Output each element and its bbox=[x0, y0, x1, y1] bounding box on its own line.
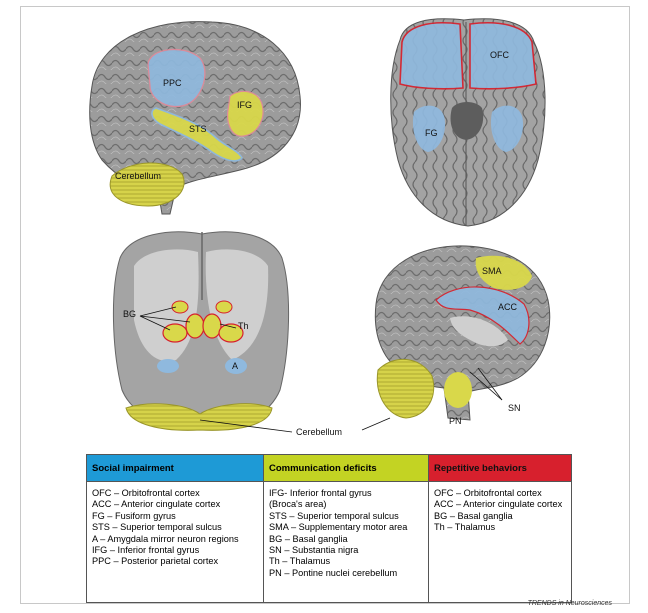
ventral-brain-view bbox=[391, 19, 545, 226]
brain-illustrations bbox=[0, 0, 648, 450]
legend-header-social: Social impairment bbox=[87, 455, 264, 482]
th-region-1 bbox=[203, 314, 221, 338]
legend-item: FG – Fusiform gyrus bbox=[92, 511, 258, 522]
legend-item: ACC – Anterior cingulate cortex bbox=[434, 499, 566, 510]
sma-label: SMA bbox=[482, 266, 502, 276]
th-label: Th bbox=[238, 321, 249, 331]
legend-item: OFC – Orbitofrontal cortex bbox=[92, 488, 258, 499]
acc-label: ACC bbox=[498, 302, 517, 312]
cerebellum-lateral-label: Cerebellum bbox=[115, 171, 161, 181]
legend-item: (Broca's area) bbox=[269, 499, 423, 510]
legend-item: IFG- Inferior frontal gyrus bbox=[269, 488, 423, 499]
legend-item: A – Amygdala mirror neuron regions bbox=[92, 534, 258, 545]
ofc-label: OFC bbox=[490, 50, 509, 60]
coronal-slice-view bbox=[113, 232, 292, 432]
cerebellum-region bbox=[110, 163, 184, 206]
bg-label: BG bbox=[123, 309, 136, 319]
bg-region-1 bbox=[163, 324, 187, 342]
legend-item: Th – Thalamus bbox=[269, 556, 423, 567]
legend-item: OFC – Orbitofrontal cortex bbox=[434, 488, 566, 499]
cerebellum-sagittal bbox=[377, 359, 433, 418]
pn-label: PN bbox=[449, 416, 462, 426]
legend-header-communication: Communication deficits bbox=[264, 455, 429, 482]
legend-body-row: OFC – Orbitofrontal cortex ACC – Anterio… bbox=[87, 482, 572, 603]
lateral-brain-view bbox=[90, 22, 301, 214]
legend-column-social: OFC – Orbitofrontal cortex ACC – Anterio… bbox=[87, 482, 264, 603]
legend-item: BG – Basal ganglia bbox=[434, 511, 566, 522]
legend-column-repetitive: OFC – Orbitofrontal cortex ACC – Anterio… bbox=[429, 482, 572, 603]
legend-header-row: Social impairment Communication deficits… bbox=[87, 455, 572, 482]
ofc-region-left bbox=[400, 23, 463, 89]
legend-item: PN – Pontine nuclei cerebellum bbox=[269, 568, 423, 579]
legend-item: STS – Superior temporal sulcus bbox=[269, 511, 423, 522]
cerebellum-bottom-label: Cerebellum bbox=[296, 427, 342, 437]
bg-region-2 bbox=[186, 314, 204, 338]
fg-label: FG bbox=[425, 128, 438, 138]
legend-item: IFG – Inferior frontal gyrus bbox=[92, 545, 258, 556]
pn-region bbox=[444, 372, 472, 408]
legend-item: SN – Substantia nigra bbox=[269, 545, 423, 556]
journal-credit: TRENDS in Neurosciences bbox=[528, 600, 612, 607]
sts-label: STS bbox=[189, 124, 207, 134]
a-label: A bbox=[232, 361, 238, 371]
legend-header-repetitive: Repetitive behaviors bbox=[429, 455, 572, 482]
midsagittal-brain-view bbox=[362, 246, 550, 430]
ifg-label: IFG bbox=[237, 100, 252, 110]
legend-item: PPC – Posterior parietal cortex bbox=[92, 556, 258, 567]
legend-item: BG – Basal ganglia bbox=[269, 534, 423, 545]
legend-item: SMA – Supplementary motor area bbox=[269, 522, 423, 533]
legend-item: STS – Superior temporal sulcus bbox=[92, 522, 258, 533]
sn-label: SN bbox=[508, 403, 521, 413]
legend-item: ACC – Anterior cingulate cortex bbox=[92, 499, 258, 510]
ppc-label: PPC bbox=[163, 78, 182, 88]
amygdala-region-left bbox=[157, 359, 179, 373]
legend-column-communication: IFG- Inferior frontal gyrus (Broca's are… bbox=[264, 482, 429, 603]
legend-item: Th – Thalamus bbox=[434, 522, 566, 533]
legend-table: Social impairment Communication deficits… bbox=[86, 454, 572, 603]
